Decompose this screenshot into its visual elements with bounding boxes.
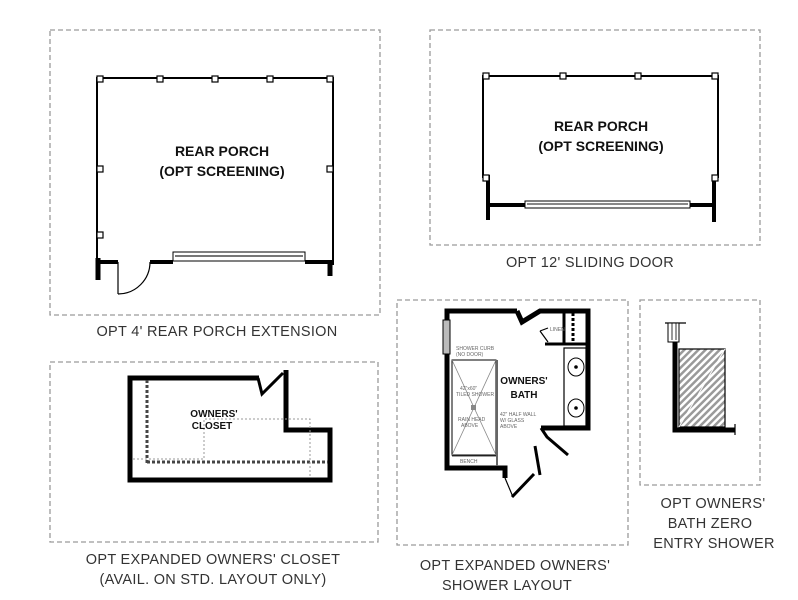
tiled-shower xyxy=(451,359,498,466)
panel-border xyxy=(639,299,761,486)
room-label: OWNERS' xyxy=(190,409,237,420)
room-label: OWNERS' xyxy=(500,376,547,387)
note-no-door: (NO DOOR) xyxy=(456,352,484,358)
room-label-sub: (OPT SCREENING) xyxy=(538,138,663,154)
shower-curb xyxy=(442,319,451,355)
sliding-door xyxy=(172,251,306,262)
note-shower-size: 42"x60" xyxy=(460,386,477,392)
swing-door xyxy=(117,261,151,295)
porch-columns xyxy=(96,75,334,239)
caption-line-2: SHOWER LAYOUT xyxy=(442,578,572,594)
note-rain-head: RAIN HEAD xyxy=(458,417,486,423)
caption: OPT 12' SLIDING DOOR xyxy=(506,255,674,271)
caption-line-1: OPT EXPANDED OWNERS' xyxy=(420,558,610,574)
linen-closet xyxy=(539,313,588,346)
sliding-door xyxy=(524,200,691,209)
note-tiled-shower: TILED SHOWER xyxy=(456,392,494,398)
panel-expanded-closet: OWNERS' CLOSET OPT EXPANDED OWNERS' CLOS… xyxy=(49,361,379,588)
porch-columns xyxy=(482,72,719,182)
caption-line-1: OPT OWNERS' xyxy=(661,496,766,512)
panel-zero-entry-shower: OPT OWNERS' BATH ZERO ENTRY SHOWER xyxy=(639,299,775,552)
porch-walls xyxy=(482,75,719,222)
closet-shelves xyxy=(133,380,328,478)
panel-border xyxy=(429,29,761,246)
room-label-sub: BATH xyxy=(510,390,537,401)
note-glass-above: ABOVE xyxy=(500,424,518,430)
note-half-wall: 42" HALF WALL xyxy=(500,412,537,418)
room-label: REAR PORCH xyxy=(554,118,648,134)
vanity xyxy=(563,347,587,427)
panel-border xyxy=(396,299,629,546)
panel-rear-porch-extension: REAR PORCH (OPT SCREENING) OPT 4' REAR P… xyxy=(49,29,381,340)
caption-line-3: ENTRY SHOWER xyxy=(653,536,775,552)
caption-line-1: OPT EXPANDED OWNERS' CLOSET xyxy=(86,552,340,568)
porch-walls xyxy=(95,77,334,280)
note-linen: LINEN xyxy=(550,327,565,333)
panel-border xyxy=(49,361,379,543)
note-bench: BENCH xyxy=(460,459,478,465)
room-label: REAR PORCH xyxy=(175,143,269,159)
note-with-glass: W/ GLASS xyxy=(500,418,525,424)
caption-line-2: BATH ZERO xyxy=(668,516,753,532)
room-label-sub: (OPT SCREENING) xyxy=(159,163,284,179)
panel-sliding-door: REAR PORCH (OPT SCREENING) OPT 12' SLIDI… xyxy=(429,29,761,271)
shower-area xyxy=(678,348,726,428)
bath-walls xyxy=(444,308,591,499)
panel-expanded-shower: SHOWER CURB (NO DOOR) 42"x60" TILED SHOW… xyxy=(396,299,629,594)
note-above: ABOVE xyxy=(461,423,479,429)
panel-border xyxy=(49,29,381,316)
room-label-sub: CLOSET xyxy=(192,421,233,432)
shower-walls xyxy=(665,322,736,435)
caption-line-2: (AVAIL. ON STD. LAYOUT ONLY) xyxy=(99,572,326,588)
note-shower-curb: SHOWER CURB xyxy=(456,346,495,352)
closet-walls xyxy=(127,370,333,483)
caption: OPT 4' REAR PORCH EXTENSION xyxy=(96,324,337,340)
